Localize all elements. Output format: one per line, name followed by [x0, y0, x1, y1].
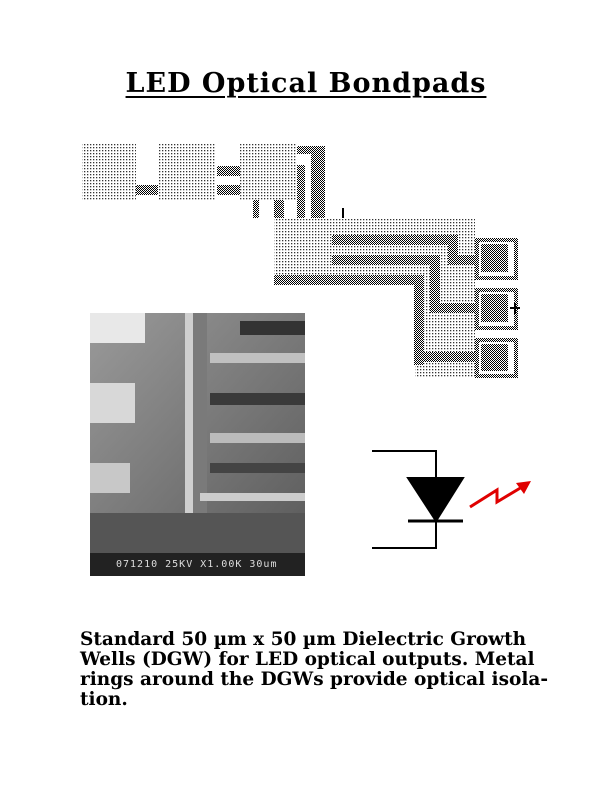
routing-traces: [274, 218, 475, 378]
caption-line: tion.: [80, 689, 128, 710]
crosshair-marker: [510, 303, 520, 314]
sem-scale-label: 071210 25KV X1.00K 30um: [90, 553, 305, 576]
dgw-rings: [475, 238, 520, 378]
dgw-ring: [475, 288, 518, 330]
page-title: LED Optical Bondpads: [0, 68, 612, 99]
caption-line: Wells (DGW) for LED optical outputs. Met…: [80, 649, 535, 670]
led-symbol: [372, 450, 465, 549]
dgw-ring: [475, 338, 518, 378]
caption-line: rings around the DGWs provide optical is…: [80, 669, 549, 690]
light-emission-arrow-icon: [469, 481, 531, 509]
dgw-ring: [475, 238, 518, 280]
sem-micrograph: 071210 25KV X1.00K 30um: [90, 313, 305, 576]
caption: Standard 50 µm x 50 µm Dielectric Growth…: [80, 630, 550, 710]
bondpads: [82, 143, 344, 222]
caption-line: Standard 50 µm x 50 µm Dielectric Growth: [80, 629, 527, 650]
title-text: LED Optical Bondpads: [125, 68, 487, 99]
